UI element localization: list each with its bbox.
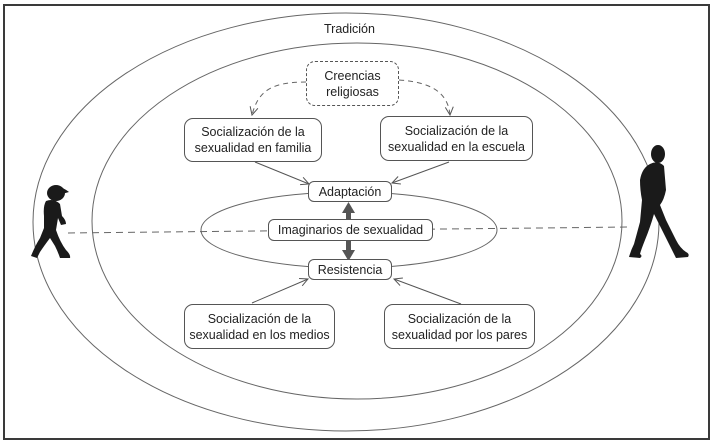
- resistance-box: Resistencia: [308, 259, 392, 280]
- media-line1: Socialización de la: [207, 311, 312, 326]
- adaptation-box: Adaptación: [308, 181, 392, 202]
- family-line2: sexualidad en familia: [194, 141, 312, 155]
- family-socialization-box: Socialización de la sexualidad en famili…: [184, 118, 322, 162]
- thick-arrow-down: [342, 241, 355, 261]
- religious-beliefs-box: Creencias religiosas: [306, 61, 399, 106]
- tradition-label: Tradición: [324, 22, 375, 36]
- religious-beliefs-line2: religiosas: [326, 84, 379, 99]
- media-line2: sexualidad en los medios: [189, 327, 330, 342]
- school-socialization-box: Socialización de la sexualidad en la esc…: [380, 116, 533, 161]
- peers-line2: sexualidad por los pares: [391, 327, 528, 342]
- arrow-peers-to-resistance: [394, 279, 462, 305]
- imaginaries-box: Imaginarios de sexualidad: [268, 219, 433, 241]
- family-line1: Socialización de la: [201, 125, 305, 139]
- peers-line1: Socialización de la: [407, 311, 512, 326]
- dashed-arrow-to-school: [398, 79, 450, 115]
- peers-socialization-box: Socialización de la sexualidad por los p…: [384, 304, 535, 349]
- child-silhouette-icon: [31, 185, 71, 258]
- arrow-school-to-adaptation: [392, 161, 450, 183]
- arrow-family-to-adaptation: [254, 161, 309, 184]
- school-line2: sexualidad en la escuela: [388, 139, 525, 154]
- school-line1: Socialización de la: [404, 123, 509, 138]
- arrow-media-to-resistance: [251, 279, 308, 304]
- inner-ellipse: [91, 42, 623, 400]
- figure-frame: [3, 4, 710, 440]
- dashed-arrow-to-family: [252, 81, 307, 115]
- adult-silhouette-icon: [629, 145, 689, 258]
- thick-arrow-up: [342, 202, 355, 220]
- religious-beliefs-line1: Creencias: [324, 68, 381, 83]
- media-socialization-box: Socialización de la sexualidad en los me…: [184, 304, 335, 349]
